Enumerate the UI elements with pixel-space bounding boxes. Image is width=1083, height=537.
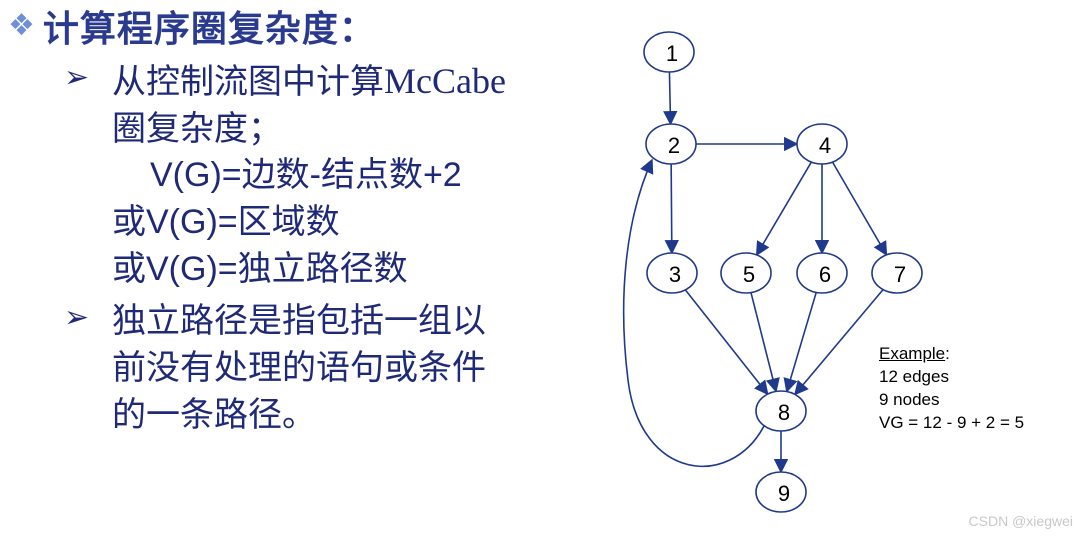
- node-4-label: 4: [819, 133, 831, 158]
- bullet-1-line-1a: 从控制流图中计算: [112, 62, 384, 102]
- node-8-circle: [755, 390, 807, 432]
- bullet-2-text: 独立路径是指包括一组以 前没有处理的语句或条件 的一条路径。: [112, 298, 486, 439]
- bullet-2-line-1: 独立路径是指包括一组以: [112, 301, 486, 341]
- node-8-label: 8: [778, 400, 790, 425]
- watermark: CSDN @xiegwei: [968, 513, 1073, 529]
- node-5-label: 5: [743, 262, 755, 287]
- bullet-1-line-1b: McCabe: [384, 61, 506, 101]
- formula-regions: 或V(G)=区域数: [112, 203, 340, 241]
- node-7-label: 7: [894, 262, 906, 287]
- node-3: 3: [646, 252, 698, 294]
- node-5-circle: [720, 252, 772, 294]
- bullet-2-line-3: 的一条路径。: [112, 395, 316, 435]
- example-box: Example: 12 edges 9 nodes VG = 12 - 9 + …: [879, 342, 1024, 434]
- node-7-circle: [871, 252, 923, 294]
- bullet-1-text: 从控制流图中计算McCabe 圈复杂度；: [112, 58, 506, 153]
- edge-4-5: [755, 161, 813, 257]
- node-3-circle: [646, 252, 698, 294]
- bullet-item-1: ➢ 从控制流图中计算McCabe 圈复杂度；: [64, 58, 506, 153]
- bullet-2-line-2: 前没有处理的语句或条件: [112, 348, 486, 388]
- node-4: 4: [796, 123, 848, 165]
- example-colon: :: [945, 344, 950, 363]
- node-2-label: 2: [668, 133, 680, 158]
- node-6-label: 6: [819, 262, 831, 287]
- node-9: 9: [755, 471, 807, 513]
- page-heading: ❖ 计算程序圈复杂度：: [8, 4, 376, 50]
- edge-5-8: [750, 292, 780, 393]
- node-3-label: 3: [669, 262, 681, 287]
- node-1-label: 1: [666, 41, 678, 66]
- node-4-circle: [796, 123, 848, 165]
- node-5: 5: [720, 252, 772, 294]
- heading-text: 计算程序圈复杂度：: [42, 9, 376, 50]
- edge-1-2: [663, 71, 678, 126]
- edge-7-8: [794, 289, 884, 396]
- formula-edges-nodes: V(G)=边数-结点数+2: [150, 156, 462, 194]
- example-formula: VG = 12 - 9 + 2 = 5: [879, 413, 1025, 432]
- edge-8-2: [622, 158, 765, 468]
- example-nodes: 9 nodes: [879, 390, 940, 409]
- bullet-1-line-2: 圈复杂度；: [112, 109, 282, 149]
- diamond-bullet-icon: ❖: [8, 8, 35, 43]
- node-2-circle: [645, 123, 697, 165]
- bullet-item-2: ➢ 独立路径是指包括一组以 前没有处理的语句或条件 的一条路径。: [64, 298, 486, 439]
- node-7: 7: [871, 252, 923, 294]
- arrow-bullet-icon: ➢: [64, 60, 90, 95]
- node-6-circle: [796, 252, 848, 294]
- example-title: Example: [879, 344, 946, 363]
- formula-paths: 或V(G)=独立路径数: [112, 250, 408, 288]
- node-1: 1: [643, 31, 695, 73]
- example-edges: 12 edges: [879, 367, 949, 386]
- node-8: 8: [755, 390, 807, 432]
- edge-4-7: [831, 161, 888, 257]
- node-1-circle: [643, 31, 695, 73]
- node-6: 6: [796, 252, 848, 294]
- edge-3-8: [684, 289, 769, 396]
- node-2: 2: [645, 123, 697, 165]
- arrow-bullet-icon: ➢: [64, 300, 90, 335]
- edge-2-3: [664, 163, 679, 255]
- edge-6-8: [783, 292, 817, 393]
- node-9-circle: [755, 471, 807, 513]
- node-9-label: 9: [778, 481, 790, 506]
